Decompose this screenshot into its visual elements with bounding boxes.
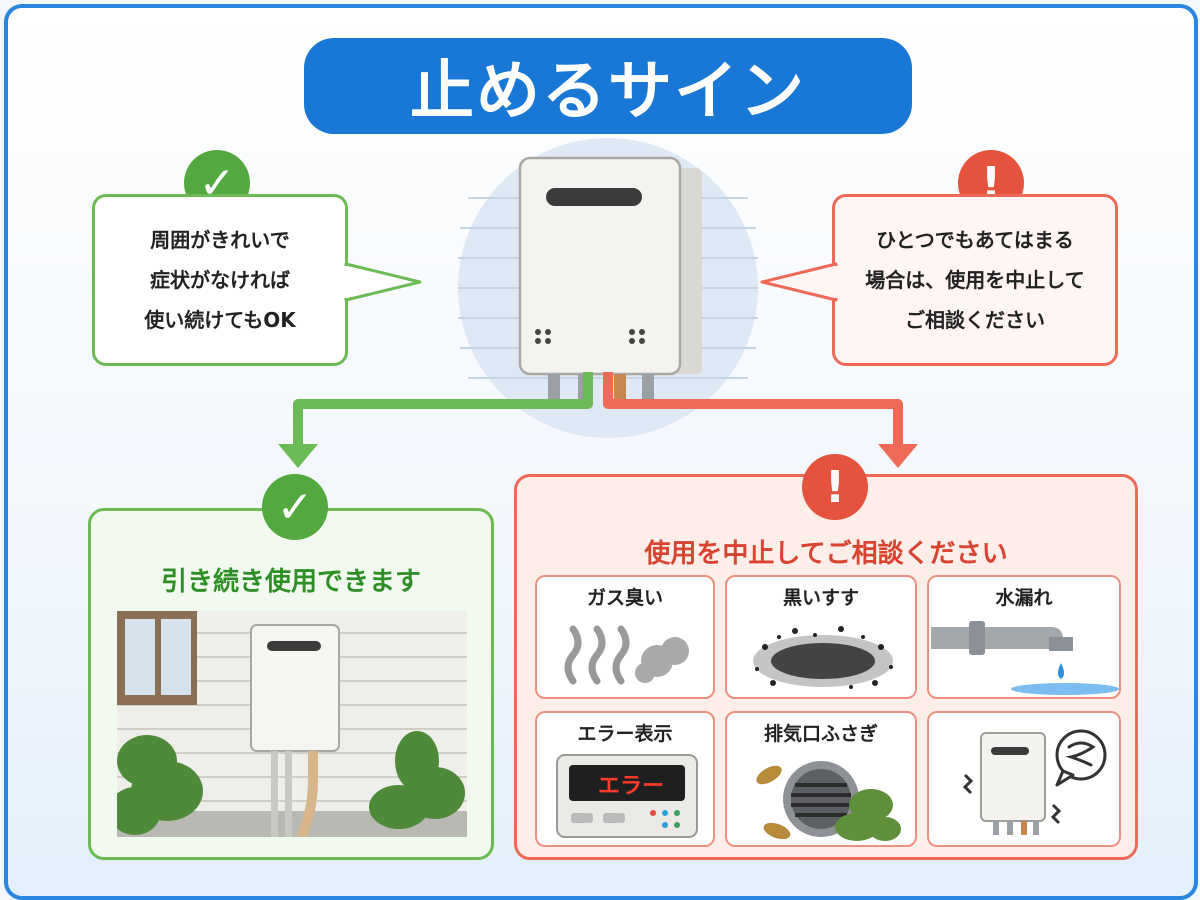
stop-bubble-line: ご相談ください bbox=[905, 308, 1045, 332]
continue-use-heading: 引き続き使用できます bbox=[160, 567, 421, 597]
symptom-card-soot: 黒いすす bbox=[725, 575, 917, 699]
water-heater-illustration bbox=[458, 138, 758, 438]
stop-bubble: ひとつでもあてはまる 場合は、使用を中止して ご相談ください bbox=[832, 194, 1118, 366]
ok-bubble: 周囲がきれいで 症状がなければ 使い続けてもOK bbox=[92, 194, 348, 366]
error-display-text: エラー bbox=[597, 774, 664, 799]
symptom-card-error-display: エラー表示 エラー bbox=[535, 711, 715, 847]
ok-bubble-line: 周囲がきれいで bbox=[150, 228, 290, 252]
house-wall-illustration bbox=[117, 611, 467, 837]
exclamation-icon: ! bbox=[802, 454, 868, 520]
symptom-card-gas-smell: ガス臭い bbox=[535, 575, 715, 699]
stop-use-panel: 使用を中止してご相談ください ガス臭い 黒いすす bbox=[514, 474, 1138, 860]
ok-bubble-tail bbox=[344, 262, 422, 302]
ok-bubble-line: 使い続けてもOK bbox=[144, 308, 296, 332]
stop-bubble-tail bbox=[760, 262, 838, 302]
ok-bubble-line: 症状がなければ bbox=[150, 268, 290, 292]
blocked-vent-icon bbox=[756, 761, 901, 841]
symptom-label: 排気口ふさぎ bbox=[763, 723, 878, 745]
flow-arrows bbox=[278, 372, 918, 468]
symptom-label: ガス臭い bbox=[586, 587, 663, 609]
noise-heater-icon bbox=[962, 729, 1107, 835]
symptom-card-blocked-vent: 排気口ふさぎ bbox=[725, 711, 917, 847]
page-title: 止めるサイン bbox=[304, 38, 912, 134]
continue-use-panel: 引き続き使用できます bbox=[88, 508, 494, 860]
symptom-label: 水漏れ bbox=[995, 587, 1053, 609]
error-display-icon bbox=[556, 754, 698, 838]
stop-bubble-line: 場合は、使用を中止して bbox=[865, 268, 1085, 292]
symptom-label: エラー表示 bbox=[577, 723, 673, 745]
check-icon: ✓ bbox=[262, 474, 328, 540]
water-drip-icon bbox=[931, 621, 1119, 695]
symptom-label: 黒いすす bbox=[782, 587, 859, 609]
symptom-card-abnormal-noise bbox=[927, 711, 1121, 847]
infographic-frame: 止めるサイン ✓ 周囲がきれいで 症状がなければ 使い続けてもOK bbox=[4, 4, 1198, 900]
symptom-card-water-leak: 水漏れ bbox=[927, 575, 1121, 699]
smoke-icon bbox=[564, 625, 689, 685]
stop-bubble-line: ひとつでもあてはまる bbox=[876, 228, 1074, 252]
soot-icon bbox=[753, 626, 893, 689]
stop-use-heading: 使用を中止してご相談ください bbox=[644, 539, 1008, 569]
